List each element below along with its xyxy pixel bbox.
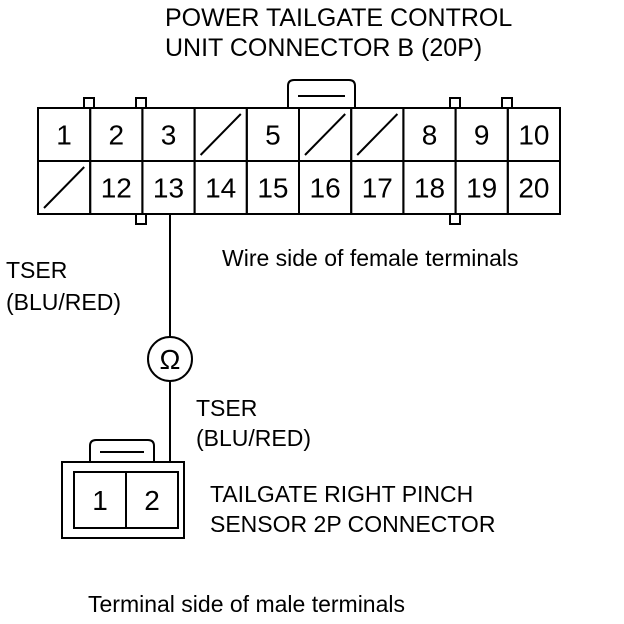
sensor-label-line-1: TAILGATE RIGHT PINCH: [210, 481, 473, 507]
connector-b-pin-3: 3: [161, 120, 177, 151]
connector-b-pin-17: 17: [362, 173, 393, 204]
connector-guide-post: [135, 97, 147, 109]
connector-guide-post: [83, 97, 95, 109]
connector-b-pin-15: 15: [257, 173, 288, 204]
connector-b-pin-8: 8: [422, 120, 438, 151]
connector-guide-post: [135, 213, 147, 225]
connector-b-pin-13: 13: [153, 173, 184, 204]
wire-lower-color: (BLU/RED): [196, 425, 311, 451]
connector-b-pin-1: 1: [56, 120, 72, 151]
wire-lower-name: TSER: [196, 395, 257, 421]
connector-b-pin-16: 16: [310, 173, 341, 204]
connector-guide-post: [449, 97, 461, 109]
title-line-1: POWER TAILGATE CONTROL: [165, 4, 512, 32]
connector-b-pin-19: 19: [466, 173, 497, 204]
title-line-2: UNIT CONNECTOR B (20P): [165, 34, 482, 62]
sensor-pin-2: 2: [144, 485, 160, 516]
footer-caption: Terminal side of male terminals: [88, 591, 405, 617]
connector-b-pin-18: 18: [414, 173, 445, 204]
empty-cavity-slash: [356, 113, 399, 156]
connector-guide-post: [449, 213, 461, 225]
sensor-pin-1: 1: [92, 485, 108, 516]
sensor-connector-body: [61, 461, 185, 539]
sensor-label-line-2: SENSOR 2P CONNECTOR: [210, 511, 495, 537]
wire-upper-name: TSER: [6, 257, 67, 283]
ohm-symbol: Ω: [160, 344, 181, 375]
connector-b-caption: Wire side of female terminals: [222, 245, 519, 271]
connector-b-pin-20: 20: [518, 173, 549, 204]
connector-b-pin-10: 10: [518, 120, 549, 151]
empty-cavity-slash: [199, 113, 242, 156]
empty-cavity-slash: [43, 166, 85, 209]
ohmmeter-icon: Ω: [147, 336, 193, 382]
connector-guide-post: [501, 97, 513, 109]
connector-lock-tab: [287, 79, 356, 108]
connector-b-pin-14: 14: [205, 173, 236, 204]
wire-upper-color: (BLU/RED): [6, 289, 121, 315]
connector-b-cavity: [506, 160, 561, 215]
connector-b-pin-9: 9: [474, 120, 490, 151]
empty-cavity-slash: [304, 113, 346, 156]
connector-b-pin-12: 12: [101, 173, 132, 204]
sensor-2p-connector: 1 2: [61, 439, 185, 539]
connector-b-pin-5: 5: [265, 120, 281, 151]
connector-b-pin-2: 2: [109, 120, 125, 151]
sensor-lock-tab: [89, 439, 155, 462]
